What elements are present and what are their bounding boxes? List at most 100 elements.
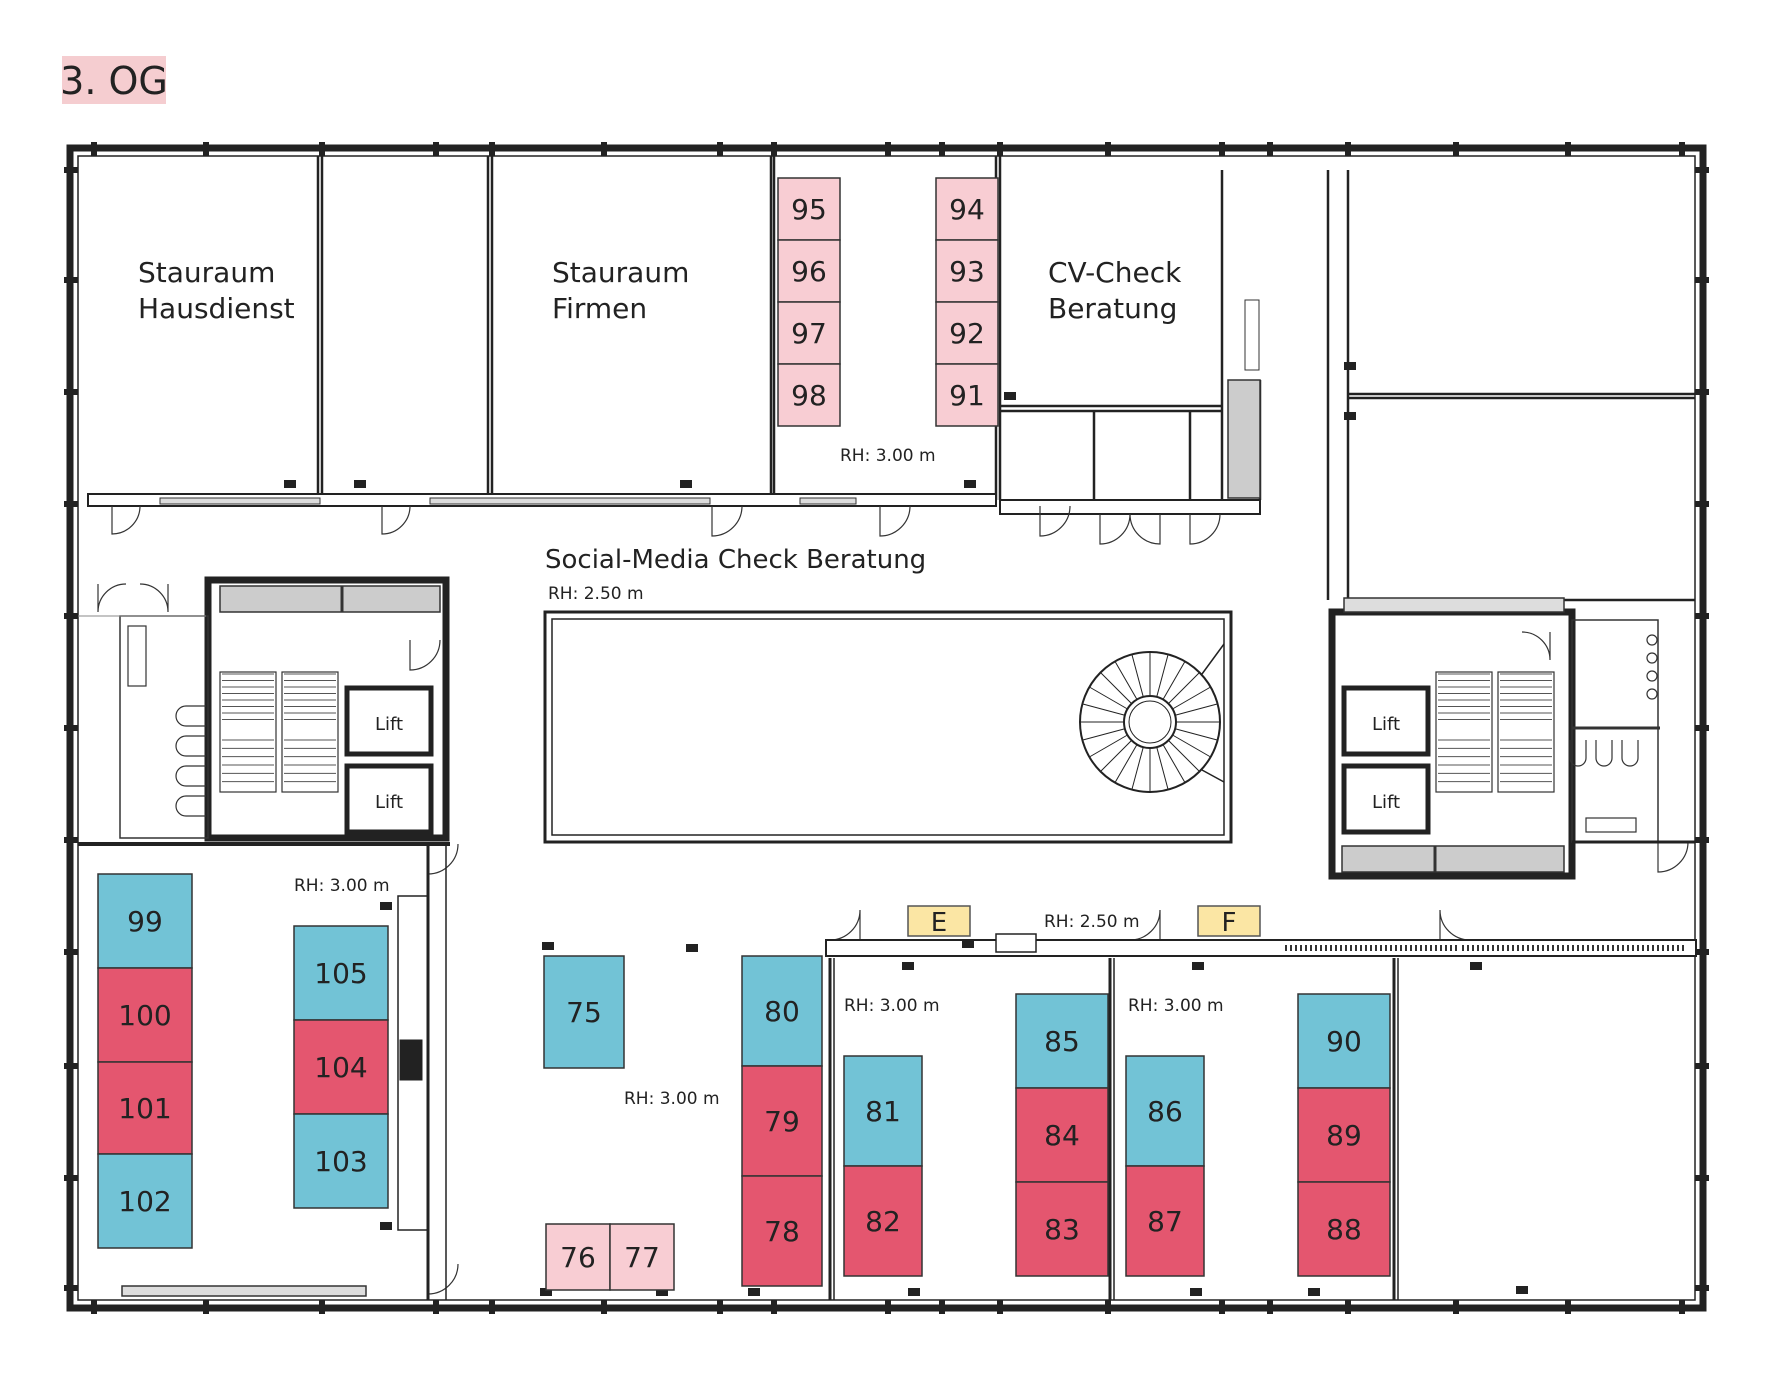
lift-label-right-top: Lift [1372,714,1400,735]
booth-81: 81 [843,1055,923,1167]
booth-96: 96 [777,239,841,303]
booth-shape [609,1223,675,1291]
booth-number: 102 [118,1185,171,1218]
top-corridor-wall [87,299,1261,515]
booth-97: 97 [777,301,841,365]
booth-shape [293,925,389,1021]
room-stauraum-hausdienst-line1: Stauraum [138,256,275,289]
booth-shape [293,1113,389,1209]
booth-77: 77 [609,1223,675,1291]
booth-number: 75 [566,996,602,1029]
booth-number: 77 [624,1241,660,1274]
booth-number: 79 [764,1105,800,1138]
room-height-corridor: RH: 2.50 m [1044,912,1140,932]
booth-85: 85 [1015,993,1109,1089]
atrium [543,610,1233,844]
room-cv-check-line1: CV-Check [1048,256,1182,289]
booth-76: 76 [545,1223,611,1291]
floor-label-background [62,56,166,104]
marker-f-label: F [1222,908,1237,938]
top-room-walls [316,156,1262,500]
booth-shape [843,1165,923,1277]
booth-86: 86 [1125,1055,1205,1167]
booth-shape [935,239,999,303]
booth-number: 93 [949,255,985,288]
booth-number: 101 [118,1092,171,1125]
marker-f: F [1197,905,1261,938]
booths: 95 96 97 98 94 93 92 91 99 100 101 102 105 104 103 75 76… [97,177,1391,1291]
room-height-left-room: RH: 3.00 m [294,876,390,896]
booth-shape [935,177,999,241]
booth-79: 79 [741,1065,823,1177]
booth-102: 102 [97,1153,193,1249]
booth-number: 94 [949,193,985,226]
booth-shape [293,1019,389,1115]
structural-columns [64,142,1709,1314]
booth-87: 87 [1125,1165,1205,1277]
booth-number: 92 [949,317,985,350]
booth-103: 103 [293,1113,389,1209]
booth-75: 75 [543,955,625,1069]
booth-99: 99 [97,873,193,969]
booth-number: 88 [1326,1213,1362,1246]
booth-number: 91 [949,379,985,412]
booth-101: 101 [97,1061,193,1155]
room-height-hall: RH: 2.50 m [548,584,644,604]
booth-number: 98 [791,379,827,412]
left-exhibit-room-walls [121,844,447,1300]
booth-105: 105 [293,925,389,1021]
room-stauraum-firmen-line2: Firmen [552,292,647,325]
bottom-right-room-walls [825,933,1697,1300]
booth-84: 84 [1015,1087,1109,1183]
room-height-room-86: RH: 3.00 m [1128,996,1224,1016]
booth-number: 84 [1044,1119,1080,1152]
booth-shape [741,955,823,1067]
booth-95: 95 [777,177,841,241]
booth-number: 81 [865,1095,901,1128]
door-swings [97,505,1689,1295]
room-height-labels: RH: 3.00 m RH: 2.50 m RH: 3.00 m RH: 3.0… [294,446,1224,1109]
room-labels: Stauraum Hausdienst Stauraum Firmen CV-C… [138,256,1400,813]
floor-outlets [284,362,1528,1296]
floor-label: 3. OG [60,59,168,103]
booth-shape [1125,1055,1205,1167]
booth-number: 96 [791,255,827,288]
booth-100: 100 [97,967,193,1063]
room-stauraum-firmen-line1: Stauraum [552,256,689,289]
booth-number: 86 [1147,1095,1183,1128]
booth-number: 89 [1326,1119,1362,1152]
booth-number: 103 [314,1145,367,1178]
booth-number: 100 [118,999,171,1032]
right-core [1328,597,1695,880]
booth-shape [1015,993,1109,1089]
booth-shape [741,1065,823,1177]
booth-shape [97,967,193,1063]
booth-number: 85 [1044,1025,1080,1058]
booth-shape [543,955,625,1069]
booth-shape [1297,993,1391,1089]
booth-shape [97,1153,193,1249]
marker-e: E [907,905,971,938]
booth-number: 90 [1326,1025,1362,1058]
lift-label-right-bottom: Lift [1372,792,1400,813]
booth-number: 104 [314,1051,367,1084]
booth-shape [935,363,999,427]
booth-shape [1015,1181,1109,1277]
room-cv-check-line2: Beratung [1048,292,1177,325]
booth-104: 104 [293,1019,389,1115]
lift-label-left-top: Lift [375,714,403,735]
booth-78: 78 [741,1175,823,1287]
booth-91: 91 [935,363,999,427]
booth-number: 83 [1044,1213,1080,1246]
booth-93: 93 [935,239,999,303]
booth-82: 82 [843,1165,923,1277]
booth-90: 90 [1297,993,1391,1089]
booth-92: 92 [935,301,999,365]
lift-label-left-bottom: Lift [375,792,403,813]
booth-shape [777,363,841,427]
booth-shape [1297,1087,1391,1183]
booth-number: 82 [865,1205,901,1238]
marker-e-label: E [931,908,947,938]
booth-number: 105 [314,957,367,990]
